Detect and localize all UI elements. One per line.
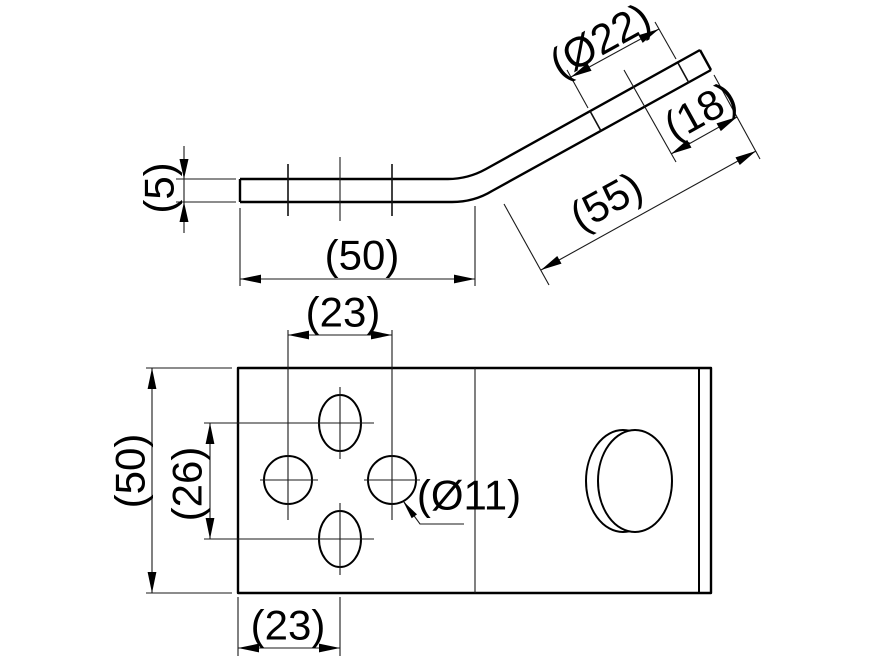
arm-hole-centerline [623, 69, 677, 163]
plan-view: (50) (26) (23) (23) (Ø11) [107, 289, 713, 656]
side-outline-bottom [240, 68, 712, 204]
extension-line [503, 203, 550, 286]
extension-line [654, 21, 677, 60]
side-outline-top [240, 48, 701, 181]
arm-length-label: (55) [562, 163, 650, 240]
dimension-line [540, 150, 757, 271]
extension-line [566, 69, 589, 109]
arm-end-face [698, 49, 713, 71]
dimension-line [670, 116, 738, 155]
edge-to-slot-label: (23) [251, 602, 326, 649]
slot-spacing-label: (26) [164, 447, 211, 522]
arm-hole-diameter-label: (Ø22) [542, 0, 659, 87]
thickness-label: (5) [136, 162, 183, 213]
side-view: (Ø22) (18) (55) (5) (50) [136, 0, 761, 286]
arrowhead [179, 202, 189, 222]
hole-spacing-label: (23) [306, 289, 381, 336]
leader-arrowhead [403, 501, 417, 519]
flat-length-label: (50) [325, 232, 400, 279]
large-hole [597, 429, 673, 533]
arrowhead [179, 159, 189, 179]
dimension-line [570, 28, 660, 78]
arm-hole-edge-tick [677, 62, 690, 84]
plate-width-label: (50) [107, 434, 154, 509]
arm-hole-edge-tick [589, 110, 602, 132]
hole-diameter-label: (Ø11) [417, 472, 521, 519]
